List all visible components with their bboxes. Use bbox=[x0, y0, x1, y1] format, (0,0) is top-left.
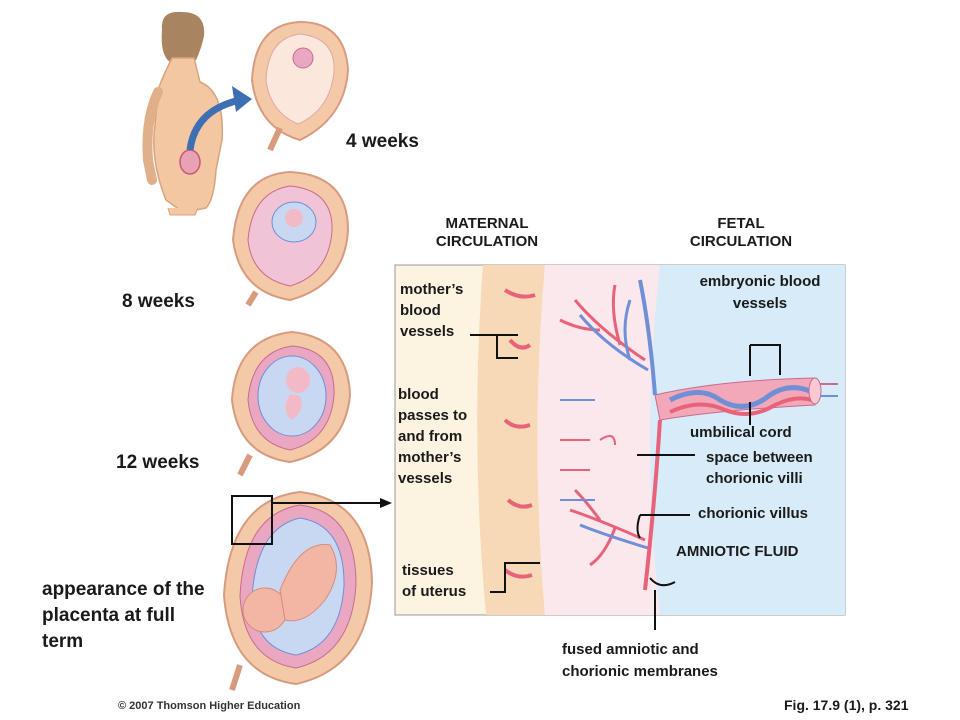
label-full-term-line: appearance of the bbox=[42, 579, 205, 600]
uterus-12-weeks bbox=[230, 330, 352, 477]
zoom-pointer-head bbox=[380, 498, 392, 508]
header-maternal-line: MATERNAL bbox=[445, 215, 529, 232]
uterus-8-weeks bbox=[231, 170, 350, 307]
label-space-between-villi: space between chorionic villi bbox=[706, 447, 813, 489]
uterus-4-weeks bbox=[250, 20, 350, 152]
label-line: chorionic villi bbox=[706, 470, 803, 487]
header-maternal: MATERNAL CIRCULATION bbox=[422, 215, 552, 251]
label-line: fused amniotic and bbox=[562, 641, 699, 658]
leader-lines bbox=[470, 334, 781, 630]
label-line: and from bbox=[398, 428, 463, 445]
label-line: tissues bbox=[402, 562, 454, 579]
label-mothers-vessels: mother’s blood vessels bbox=[400, 279, 463, 342]
label-line: mother’s bbox=[400, 281, 464, 298]
header-fetal: FETAL CIRCULATION bbox=[676, 215, 806, 251]
header-fetal-line: FETAL bbox=[717, 215, 765, 232]
header-fetal-line: CIRCULATION bbox=[689, 233, 793, 250]
uterus-full-term bbox=[222, 490, 374, 691]
label-line: blood bbox=[398, 386, 439, 403]
label-full-term: appearance of the placenta at full term bbox=[42, 577, 205, 655]
zoom-box bbox=[231, 495, 273, 545]
figure-caption: Fig. 17.9 (1), p. 321 bbox=[784, 697, 909, 713]
label-line: of uterus bbox=[402, 583, 467, 600]
label-line: embryonic blood bbox=[699, 273, 821, 290]
label-12-weeks: 12 weeks bbox=[116, 452, 200, 473]
label-8-weeks: 8 weeks bbox=[122, 291, 195, 312]
label-line: vessels bbox=[398, 470, 453, 487]
label-line: mother’s bbox=[398, 449, 462, 466]
enlarge-arrow bbox=[186, 96, 241, 151]
label-line: vessels bbox=[732, 295, 788, 312]
label-full-term-line: placenta at full bbox=[42, 605, 176, 626]
label-embryonic-vessels: embryonic blood vessels bbox=[680, 271, 840, 315]
label-4-weeks: 4 weeks bbox=[346, 131, 419, 152]
label-umbilical-cord: umbilical cord bbox=[690, 424, 792, 441]
label-line: blood bbox=[400, 302, 441, 319]
placenta-detail-panel bbox=[394, 264, 846, 616]
label-line: vessels bbox=[400, 323, 455, 340]
label-fused-membranes: fused amniotic and chorionic membranes bbox=[562, 639, 718, 683]
copyright-text: © 2007 Thomson Higher Education bbox=[118, 700, 301, 712]
label-line: passes to bbox=[398, 407, 468, 424]
label-amniotic-fluid: AMNIOTIC FLUID bbox=[676, 543, 799, 560]
label-chorionic-villus: chorionic villus bbox=[698, 505, 809, 522]
header-maternal-line: CIRCULATION bbox=[435, 233, 539, 250]
enlarge-arrow-head bbox=[232, 86, 252, 112]
label-full-term-line: term bbox=[42, 631, 84, 652]
label-line: chorionic membranes bbox=[562, 663, 718, 680]
label-blood-passes: blood passes to and from mother’s vessel… bbox=[398, 384, 467, 489]
label-line: space between bbox=[706, 449, 813, 466]
label-tissues-of-uterus: tissues of uterus bbox=[402, 560, 466, 602]
